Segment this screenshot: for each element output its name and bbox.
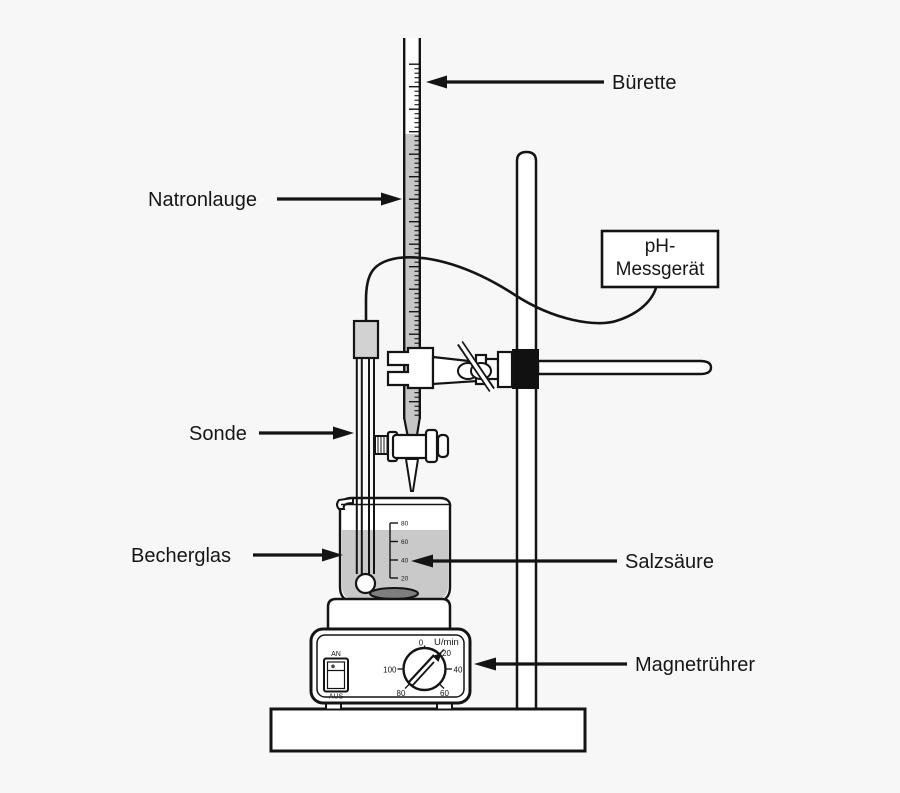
stirrer-top-plate [326, 597, 452, 631]
burette-tip [404, 458, 420, 492]
stir-bar [369, 587, 419, 600]
dial-label-40: 40 [454, 666, 463, 675]
dial-label-80: 80 [397, 689, 406, 698]
dial-ticks [397, 645, 452, 689]
annotation-becherglas: Becherglas [131, 545, 343, 567]
dial-label-0: 0 [419, 639, 424, 648]
stand-rod [515, 150, 538, 710]
speed-dial[interactable]: 0 U/min 20 40 60 80 100 [383, 637, 463, 698]
beaker-scale-60: 60 [401, 539, 409, 546]
switch-off-label: AUS [329, 694, 344, 701]
beaker-spout [336, 496, 354, 510]
arrow-natronlauge [381, 192, 402, 206]
arrow-buerette [426, 75, 447, 89]
label-sonde: Sonde [189, 423, 247, 445]
burette-graduations [403, 63, 420, 419]
dial-pointer [411, 661, 435, 687]
annotation-salzsaeure: Salzsäure [411, 551, 714, 573]
dial-label-100: 100 [383, 666, 397, 675]
beaker-scale-20: 20 [401, 576, 409, 583]
switch-indicator-dot [331, 664, 335, 669]
beaker-scale-80: 80 [401, 521, 409, 528]
ph-meter-label-line2: Messgerät [616, 259, 705, 280]
probe-cable [364, 256, 658, 325]
clamp-boss [512, 349, 539, 389]
ph-probe [352, 319, 380, 595]
label-salzsaeure: Salzsäure [625, 551, 714, 573]
dial-label-20: 20 [442, 649, 451, 658]
dial-unit-label: U/min [434, 637, 459, 648]
beaker-scale [389, 522, 398, 579]
annotation-magnetruehrer: Magnetrührer [474, 654, 755, 676]
burette-stopcock [374, 428, 450, 492]
beaker-scale-40: 40 [401, 558, 409, 565]
dial-pointer-head [432, 653, 442, 662]
ph-meter-label-line1: pH- [645, 236, 676, 257]
label-becherglas: Becherglas [131, 545, 231, 567]
magnetic-stirrer: AN AUS 0 U/min 20 40 60 [309, 597, 472, 711]
stand-cross-rod [536, 359, 713, 376]
beaker: 80 60 40 20 [336, 496, 452, 603]
arrow-sonde [333, 426, 354, 440]
dial-label-60: 60 [440, 689, 449, 698]
annotation-buerette: Bürette [426, 72, 676, 94]
probe-connector [352, 319, 380, 360]
arrow-becherglas [322, 548, 343, 562]
ph-meter-box: pH- Messgerät [600, 229, 720, 289]
switch-on-label: AN [331, 651, 341, 658]
burette-neck [404, 418, 421, 435]
annotation-sonde: Sonde [189, 423, 354, 445]
probe-bulb [354, 572, 377, 595]
burette-clamp [386, 341, 514, 392]
stand-base [269, 707, 587, 753]
annotation-natronlauge: Natronlauge [148, 189, 402, 211]
arrow-salzsaeure [411, 554, 433, 568]
label-magnetruehrer: Magnetrührer [635, 654, 755, 676]
clamp-fork [386, 346, 435, 390]
stirrer-panel [316, 634, 465, 698]
label-natronlauge: Natronlauge [148, 189, 257, 211]
arrow-magnetruehrer [474, 657, 496, 671]
label-buerette: Bürette [612, 72, 676, 94]
power-switch[interactable]: AN AUS [323, 651, 349, 701]
dial-slot [407, 654, 435, 684]
stopcock-end-knob [436, 433, 450, 459]
